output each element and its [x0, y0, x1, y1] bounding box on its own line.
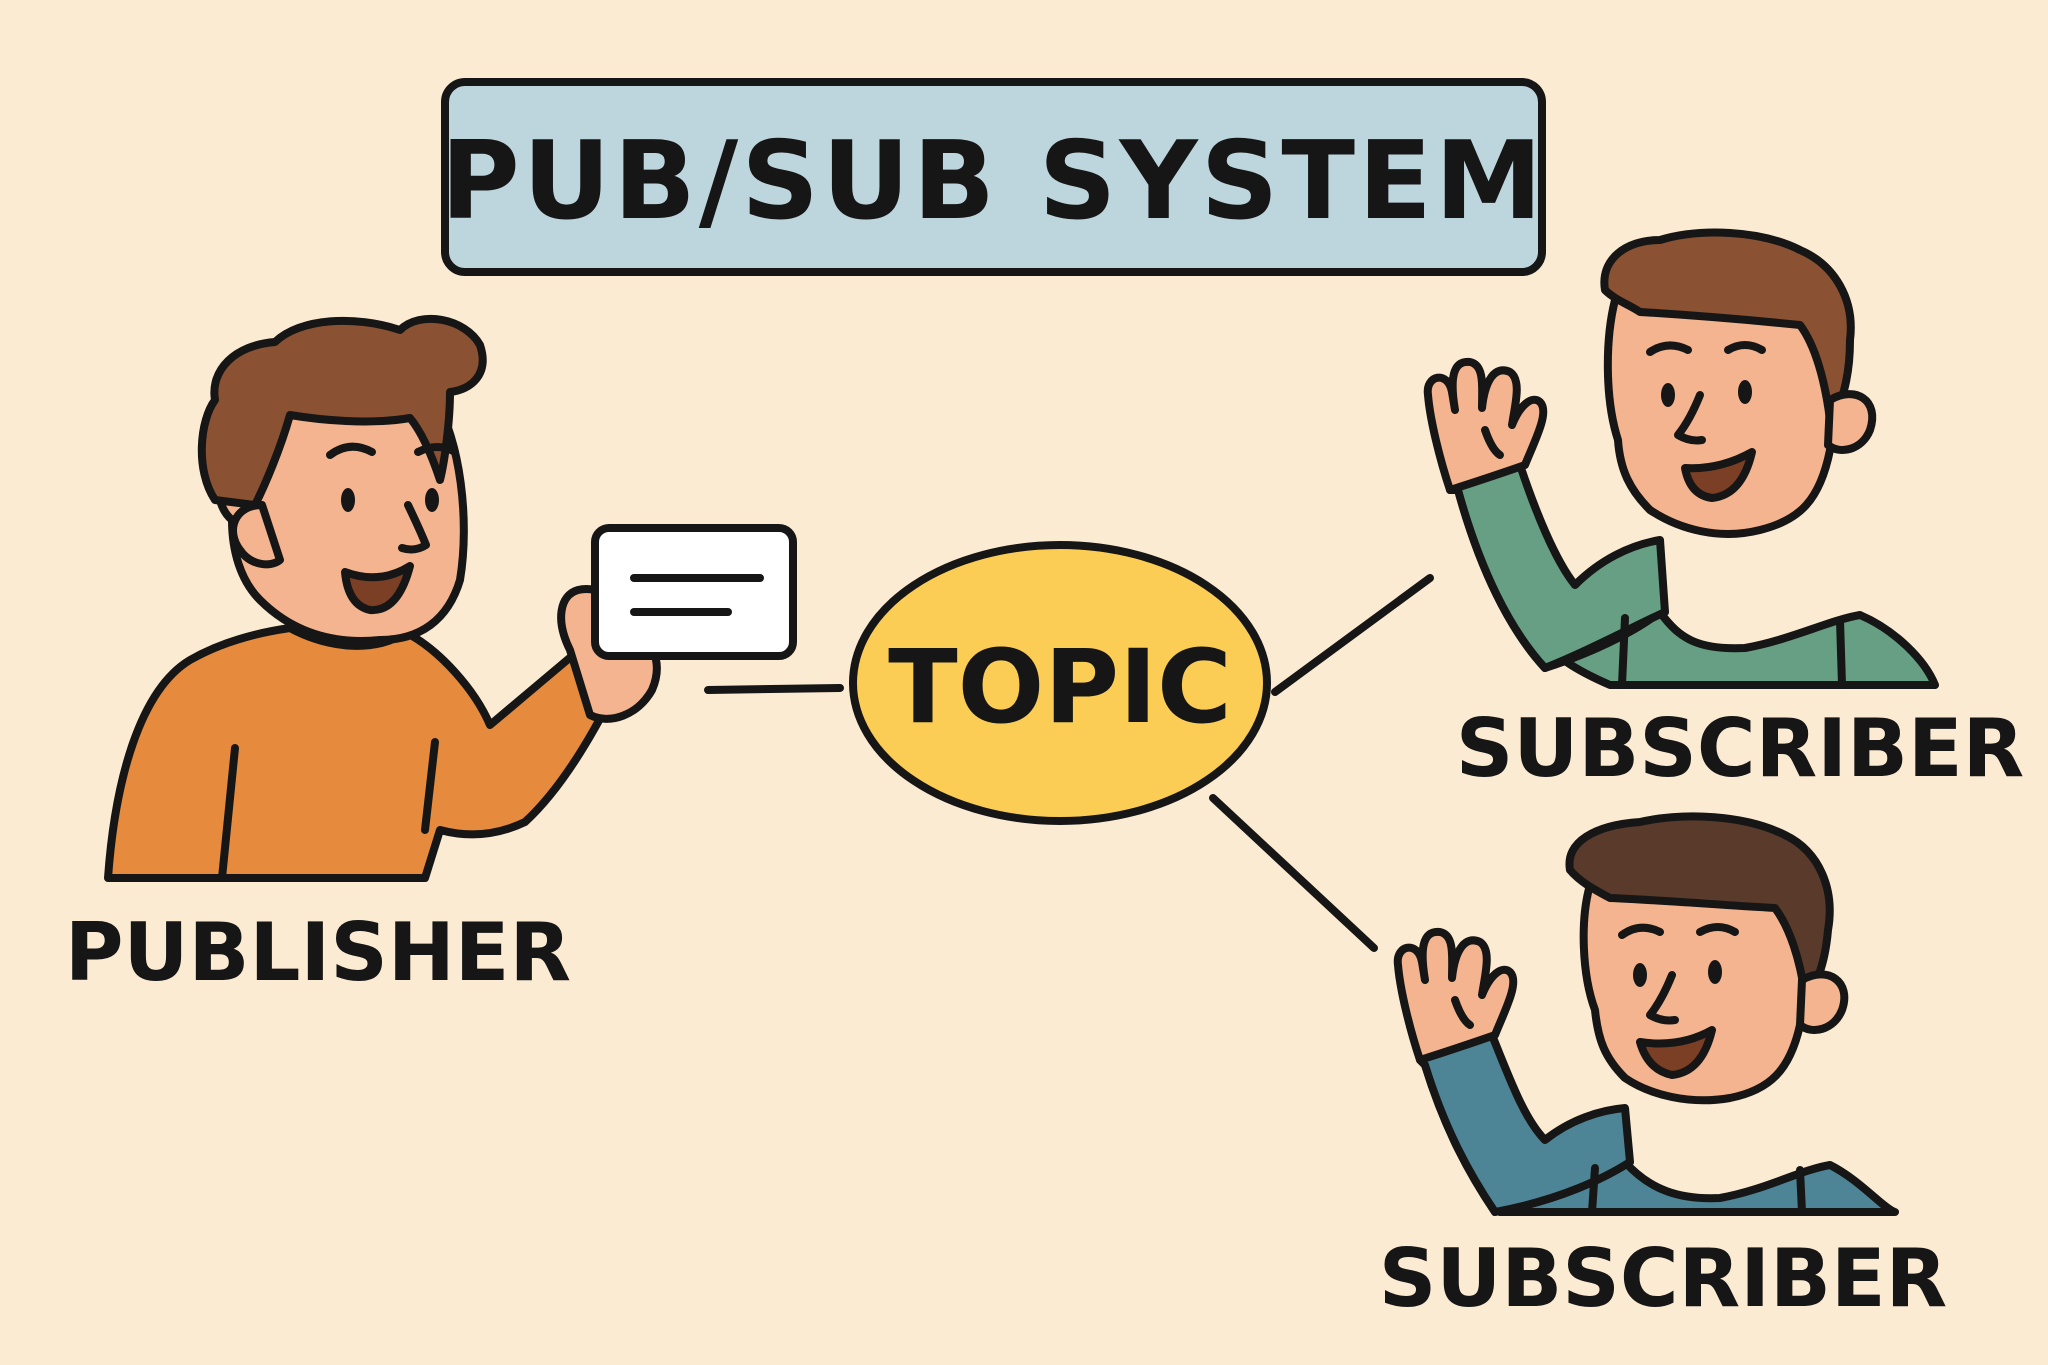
subscriber-2-shirt-fold-2	[1796, 1166, 1806, 1216]
title-box: PUB/SUB SYSTEM	[441, 78, 1546, 276]
publisher-label: PUBLISHER	[65, 906, 571, 999]
arrow-topic-to-subscriber-2	[1209, 794, 1378, 952]
subscriber-2-mouth	[1636, 1026, 1716, 1079]
subscriber-2-eye-left	[1633, 963, 1647, 987]
publisher-eye-left	[341, 488, 355, 512]
publisher-shirt-fold-2	[421, 738, 439, 834]
subscriber-1-palm-line	[1481, 426, 1504, 459]
subscriber-1-ear	[1824, 390, 1877, 454]
subscriber-1-hand	[1423, 357, 1548, 494]
subscriber-1-nose	[1674, 391, 1706, 445]
arrow-topic-to-subscriber-1	[1271, 574, 1434, 696]
topic-node: TOPIC	[849, 541, 1271, 825]
publisher-nose	[398, 501, 430, 554]
arrow-publisher-to-topic	[704, 684, 844, 694]
subscriber-1-label: SUBSCRIBER	[1456, 702, 2024, 795]
subscriber-2-shirt-fold	[1588, 1164, 1599, 1216]
subscriber-2-label: SUBSCRIBER	[1379, 1232, 1947, 1325]
subscriber-2-brow-left	[1618, 923, 1664, 939]
subscriber-2-ear	[1796, 970, 1849, 1034]
subscriber-2-eye-right	[1708, 960, 1722, 984]
publisher-brow-right	[414, 443, 459, 456]
subscriber-1-hair	[1600, 228, 1855, 424]
subscriber-2-nose	[1646, 971, 1679, 1025]
publisher-hair	[197, 314, 487, 509]
publisher-shirt-fold	[218, 744, 239, 882]
subscriber-1-mouth	[1681, 448, 1756, 502]
publisher-eye-right	[425, 488, 439, 512]
subscriber-1-shirt-fold	[1618, 614, 1629, 689]
subscriber-1-brow-left	[1646, 341, 1692, 356]
subscriber-1-brow-right	[1724, 341, 1766, 354]
subscriber-1-eye-right	[1738, 380, 1752, 404]
subscriber-2-palm-line	[1451, 996, 1474, 1029]
publisher-ear	[229, 501, 284, 569]
subscriber-1-figure	[1423, 228, 1939, 689]
publisher-mouth	[341, 562, 414, 615]
publisher-figure	[104, 314, 661, 882]
subscriber-2-brow-right	[1696, 923, 1739, 936]
subscriber-1-shirt-fold-2	[1836, 616, 1846, 689]
subscriber-1-eye-left	[1661, 383, 1675, 407]
subscriber-2-hand	[1393, 927, 1518, 1064]
publisher-shirt	[104, 624, 619, 882]
subscriber-2-hair	[1565, 812, 1834, 999]
publisher-brow-left	[326, 442, 376, 459]
title-text: PUB/SUB SYSTEM	[441, 119, 1546, 244]
topic-label: TOPIC	[888, 628, 1232, 747]
subscriber-2-figure	[1393, 812, 1899, 1216]
message-card-icon	[591, 524, 797, 660]
